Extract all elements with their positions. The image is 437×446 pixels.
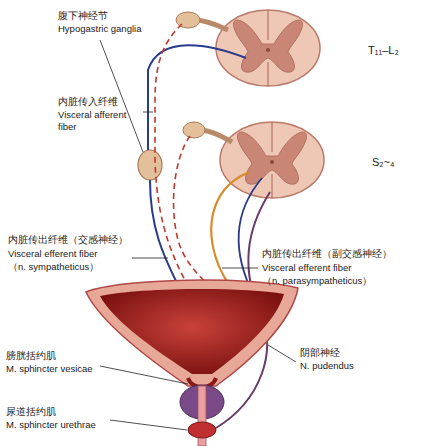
leader-line <box>268 345 296 362</box>
urethral-sphincter <box>188 422 216 438</box>
part-label: M. sphincter vesicae <box>6 364 93 375</box>
spinal-ganglion <box>183 122 205 138</box>
afferent-fiber <box>174 136 228 300</box>
leader-line <box>100 366 188 384</box>
afferent-fiber <box>155 24 196 300</box>
bladder-wall <box>86 280 298 386</box>
leader-line <box>143 112 153 113</box>
part-label: Visceral efferent fiber <box>8 249 97 260</box>
part-label: 内脏传出纤维（交感神经） <box>8 234 128 246</box>
part-label: 内脏传入纤维 <box>58 96 118 108</box>
part-label: （n. parasympatheticus） <box>262 276 372 287</box>
part-label: （n. sympatheticus） <box>8 262 99 273</box>
part-label: 腹下神经节 <box>58 10 108 22</box>
part-label: 阴部神经 <box>300 347 340 359</box>
bladder-lumen <box>100 289 284 374</box>
part-label: N. pudendus <box>300 361 354 372</box>
part-label: 内脏传出纤维（副交感神经） <box>262 248 392 260</box>
part-label: S₂~₄ <box>372 156 395 169</box>
part-label: Visceral afferent <box>58 110 126 121</box>
hypogastric-ganglion <box>138 150 162 180</box>
leader-line <box>132 258 168 259</box>
part-label: 尿道括约肌 <box>6 406 56 418</box>
spinal-cord-section <box>216 10 320 86</box>
part-label: M. sphincter urethrae <box>6 420 96 431</box>
part-label: T₁₁–L₂ <box>368 44 399 57</box>
leader-line <box>222 268 258 269</box>
leader-line <box>110 420 187 430</box>
part-label: fiber <box>58 122 76 133</box>
sympathetic-fiber <box>148 45 246 150</box>
part-label: Hypogastric ganglia <box>58 24 141 35</box>
spinal-cord-section <box>220 122 324 198</box>
part-label: Visceral efferent fiber <box>262 263 351 274</box>
part-label: 膀胱括约肌 <box>6 350 56 362</box>
